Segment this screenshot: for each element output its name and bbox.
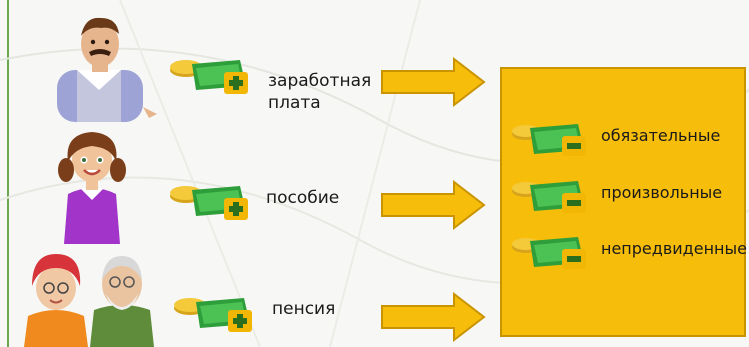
worker-man-figure bbox=[57, 17, 157, 122]
money-plus-icon bbox=[170, 186, 248, 220]
income-label-salary: заработная плата bbox=[268, 70, 371, 114]
right-arrow-icon bbox=[381, 180, 486, 230]
money-minus-icon bbox=[512, 237, 586, 269]
income-label-salary-line2: плата bbox=[268, 93, 321, 113]
expense-label-discretionary: произвольные bbox=[601, 183, 723, 202]
money-plus-icon bbox=[170, 60, 248, 94]
income-label-salary-line1: заработная bbox=[268, 71, 372, 91]
income-label-benefit: пособие bbox=[266, 188, 340, 208]
expense-label-mandatory: обязательные bbox=[601, 126, 721, 145]
left-border-line bbox=[7, 0, 9, 347]
expense-label-unexpected: непредвиденные bbox=[601, 239, 747, 258]
income-label-pension: пенсия bbox=[272, 299, 336, 319]
expense-item-mandatory: обязательные bbox=[508, 120, 748, 160]
expenses-box: обязательные произвольные непред bbox=[500, 67, 748, 337]
girl-figure bbox=[58, 132, 126, 244]
money-minus-icon bbox=[512, 181, 586, 213]
money-minus-icon bbox=[512, 124, 586, 156]
money-plus-icon bbox=[174, 298, 252, 332]
right-arrow-icon bbox=[381, 57, 486, 107]
grandparents-figure bbox=[24, 254, 154, 347]
right-arrow-icon bbox=[381, 292, 486, 342]
expense-item-unexpected: непредвиденные bbox=[508, 233, 748, 273]
expense-item-discretionary: произвольные bbox=[508, 177, 748, 217]
